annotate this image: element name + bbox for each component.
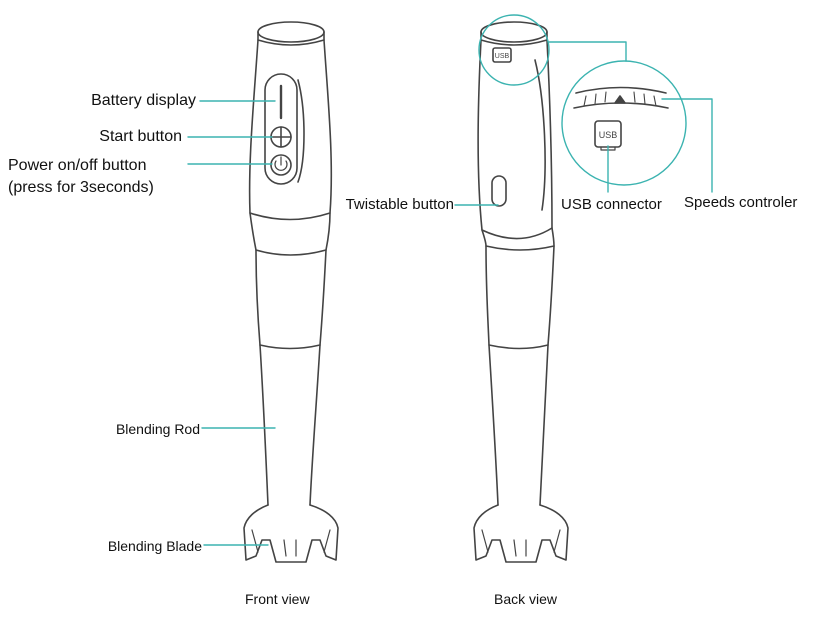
usb-port [492, 47, 512, 63]
usb-port-text: USB [495, 53, 510, 60]
back-blender [473, 21, 569, 563]
usb-zoom-text: USB [599, 130, 618, 140]
speed-arrow-icon [614, 95, 626, 104]
leader-speeds [661, 98, 713, 193]
power-button-icon [270, 154, 292, 176]
zoom-connector-line [548, 41, 627, 62]
back-blending-blade [473, 504, 569, 563]
front-top-cap [257, 21, 325, 43]
power-button-label: Power on/off button [8, 157, 147, 174]
speeds-controller-label: Speeds controler [684, 194, 798, 211]
usb-highlight-circle [478, 14, 550, 86]
front-collar [249, 212, 331, 256]
front-motor-body [248, 39, 333, 221]
front-blending-rod [259, 344, 321, 506]
front-view-caption: Front view [245, 591, 310, 607]
twistable-button [491, 175, 507, 207]
zoom-detail-circle [561, 60, 687, 186]
front-blender [243, 21, 339, 563]
front-blending-blade [243, 504, 339, 563]
back-motor-body [477, 39, 553, 240]
back-view-caption: Back view [494, 591, 558, 607]
twistable-button-label: Twistable button [345, 196, 454, 213]
power-button-note: (press for 3seconds) [8, 179, 154, 196]
start-button-label: Start button [99, 128, 182, 145]
back-blending-rod [488, 344, 549, 506]
battery-display-label: Battery display [91, 92, 196, 109]
back-top-cap [480, 21, 548, 43]
speeds-dial [573, 86, 669, 109]
blending-rod-label: Blending Rod [115, 421, 200, 437]
front-control-panel [264, 73, 298, 185]
usb-connector-label: USB connector [561, 196, 662, 213]
front-cap-rim [257, 31, 325, 46]
blending-blade-label: Blending Blade [107, 538, 202, 554]
